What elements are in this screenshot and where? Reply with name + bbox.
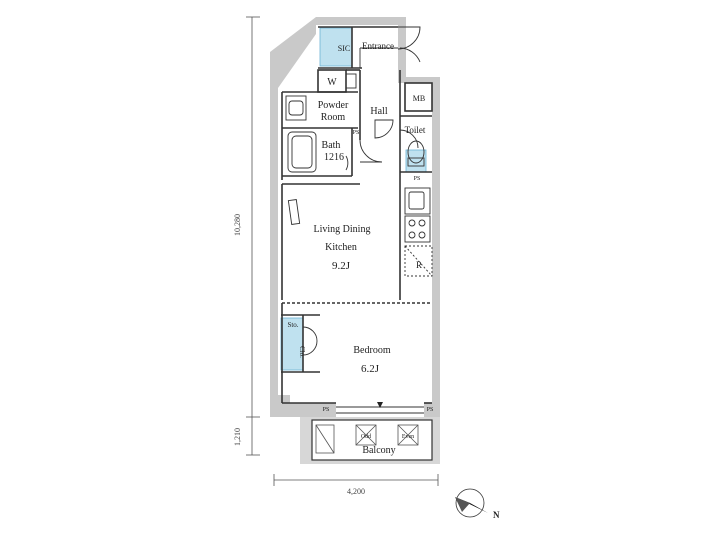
label-ps-bath: PS <box>353 130 360 136</box>
interior-walls <box>281 26 433 404</box>
label-ps-kitchen: PS <box>414 176 421 182</box>
label-bedroom: Bedroom <box>353 345 390 356</box>
label-bath-line1: Bath <box>322 140 341 151</box>
label-w: W <box>327 77 337 88</box>
label-toilet: Toilet <box>405 125 426 135</box>
sink-icon <box>404 187 431 215</box>
label-ps-right: PS <box>427 407 434 413</box>
exterior-walls <box>270 17 440 417</box>
dimension-width: 4,200 <box>347 487 365 496</box>
washbasin-icon <box>285 95 307 121</box>
label-ps-left: PS <box>323 407 330 413</box>
label-r: R <box>416 260 422 270</box>
hatch-odd <box>355 424 377 446</box>
ac-outdoor-unit-icon <box>315 424 335 454</box>
toilet-icon <box>407 140 425 164</box>
label-ldk-line2: Kitchen <box>325 242 357 253</box>
label-sic: SIC <box>338 44 350 53</box>
bathtub-icon <box>287 131 317 173</box>
dimension-height-main: 10,280 <box>233 214 242 236</box>
label-balcony: Balcony <box>362 445 395 456</box>
label-bath-line2: 1216 <box>324 152 344 163</box>
compass-icon <box>455 488 488 518</box>
hatch-even <box>397 424 419 446</box>
aircon-icon <box>287 199 301 225</box>
label-powder-line2: Room <box>321 112 346 123</box>
label-powder-line1: Powder <box>318 100 349 111</box>
label-entrance: Entrance <box>362 41 394 51</box>
label-sto: Sto. <box>287 321 298 329</box>
label-ldk-size: 9.2J <box>332 260 351 272</box>
dimension-height-balcony: 1,210 <box>233 428 242 446</box>
stove-icon <box>404 215 431 243</box>
doors <box>302 26 421 356</box>
balcony-area <box>300 402 440 464</box>
label-bedroom-size: 6.2J <box>361 363 380 375</box>
label-even: Even <box>402 434 414 440</box>
entry-marker-icon <box>377 402 383 408</box>
dimension-lines <box>246 16 439 486</box>
label-hall: Hall <box>370 106 387 117</box>
fixtures <box>285 47 433 277</box>
washer-icon <box>345 73 357 89</box>
label-clo: Clo. <box>298 346 306 358</box>
label-ldk-line1: Living Dining <box>314 224 371 235</box>
refrigerator-icon <box>404 245 433 277</box>
label-odd: Odd <box>361 434 371 440</box>
label-mb: MB <box>413 94 425 103</box>
compass-label: N <box>493 510 500 520</box>
